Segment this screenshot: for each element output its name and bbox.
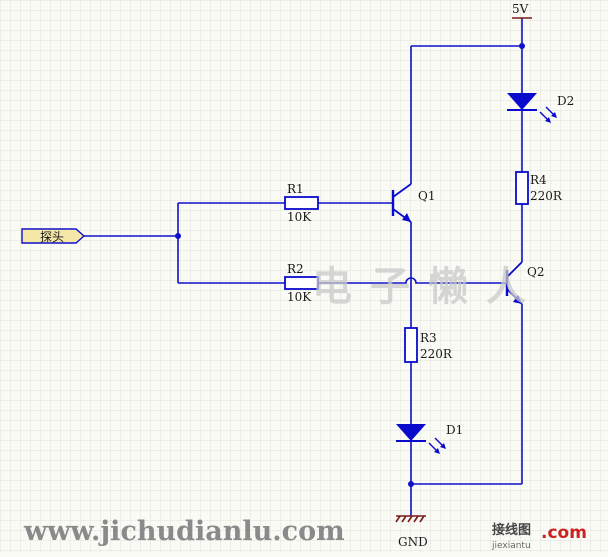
watermark-url: www.jichudianlu.com xyxy=(23,516,345,547)
resistor-r2: R2 10K xyxy=(284,262,319,304)
resistor-r3: R3 220R xyxy=(404,327,453,363)
r1-value: 10K xyxy=(287,210,312,224)
q2-ref: Q2 xyxy=(527,265,544,279)
r1-ref: R1 xyxy=(287,182,304,196)
led-d1: D1 xyxy=(396,423,463,454)
site-logo-cn: 接线图 xyxy=(492,522,531,538)
site-logo-com: .com xyxy=(541,523,587,543)
r3-value: 220R xyxy=(420,347,453,361)
transistor-q1: Q1 xyxy=(391,183,435,223)
wires xyxy=(84,18,523,516)
watermark-main: 电子懒人 xyxy=(312,264,544,310)
probe-label: 探头 xyxy=(40,230,64,244)
r4-ref: R4 xyxy=(530,173,547,187)
junction-dot xyxy=(519,43,525,49)
supply-label: 5V xyxy=(512,2,529,16)
site-logo-pinyin: jiexiantu xyxy=(491,541,531,551)
supply-5v: 5V xyxy=(512,2,532,19)
d2-ref: D2 xyxy=(557,94,574,108)
junction-dot xyxy=(408,481,414,487)
junction-dot xyxy=(175,233,181,239)
resistor-r4: R4 220R xyxy=(515,171,563,205)
resistor-r1: R1 10K xyxy=(284,182,319,224)
junctions xyxy=(175,43,525,487)
ground-symbol: GND xyxy=(395,515,428,549)
r4-value: 220R xyxy=(530,189,563,203)
r2-value: 10K xyxy=(287,290,312,304)
r2-ref: R2 xyxy=(287,262,304,276)
probe-port: 探头 xyxy=(21,228,86,244)
d1-ref: D1 xyxy=(446,423,463,437)
r3-ref: R3 xyxy=(420,331,437,345)
ground-label: GND xyxy=(398,535,428,549)
q1-ref: Q1 xyxy=(418,189,435,203)
site-logo: 接线图 .com jiexiantu xyxy=(491,522,587,551)
transistor-q2: Q2 xyxy=(505,261,544,305)
led-d2: D2 xyxy=(507,93,574,123)
